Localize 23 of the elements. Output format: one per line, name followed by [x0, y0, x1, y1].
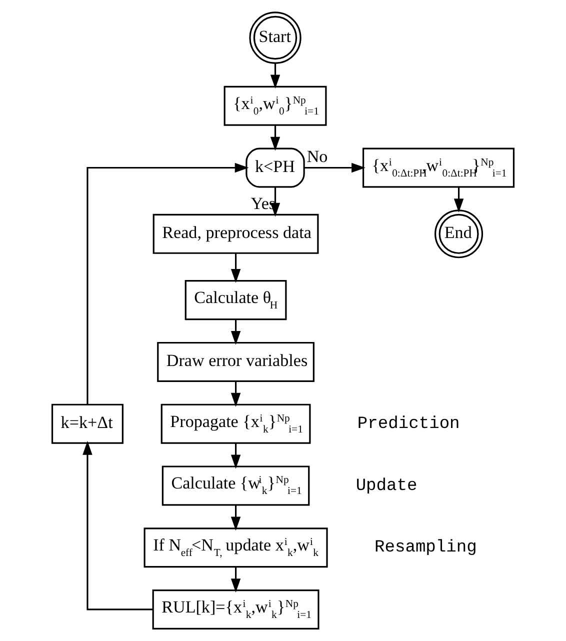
- node-box: Draw error variables: [157, 342, 314, 382]
- node-box: k<PH: [246, 148, 305, 188]
- arrow: [270, 125, 280, 151]
- node-label: Update: [356, 476, 418, 496]
- arrow: [230, 566, 241, 592]
- arrow: [82, 440, 153, 610]
- arrow: [454, 187, 464, 213]
- node-circle: Start: [249, 12, 302, 64]
- node-box: Calculate θ$_{H}$: [184, 280, 287, 320]
- arrow: [270, 64, 280, 89]
- arrow: [230, 319, 241, 345]
- node-label: Resampling: [374, 538, 477, 558]
- arrow: [230, 253, 241, 283]
- edge-label: No: [306, 147, 328, 166]
- arrow: [230, 381, 241, 407]
- arrow: [304, 162, 366, 173]
- node-box: k=k+Δt: [51, 404, 124, 444]
- node-box: Read, preprocess data: [152, 214, 319, 254]
- arrow: [86, 162, 249, 405]
- node-circle: End: [434, 210, 484, 258]
- arrow: [230, 504, 241, 531]
- arrow: [230, 443, 241, 469]
- node-label: Prediction: [357, 414, 460, 434]
